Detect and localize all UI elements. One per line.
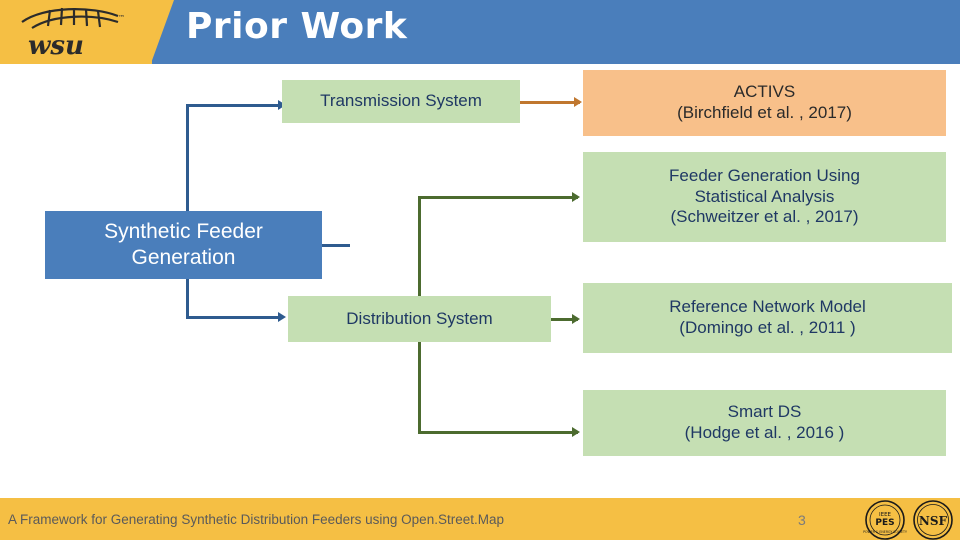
node-smart-ds[interactable]: Smart DS (Hodge et al. , 2016 ) (583, 390, 946, 456)
connector-to-transmission (186, 104, 282, 107)
node-label-line1: Feeder Generation Using (669, 165, 860, 185)
node-label-line2: (Domingo et al. , 2011 ) (679, 318, 856, 337)
node-label-line2: Statistical Analysis (694, 186, 835, 206)
node-label-line2: (Birchfield et al. , 2017) (677, 103, 852, 122)
arrow-to-distribution (278, 312, 286, 322)
footer-bar (0, 498, 960, 540)
connector-to-feeder-statistical (418, 196, 578, 199)
connector-distribution-to-rnm (551, 318, 578, 321)
node-activs[interactable]: ACTIVS (Birchfield et al. , 2017) (583, 70, 946, 136)
node-label-line1: ACTIVS (733, 82, 796, 102)
connector-transmission-to-activs (520, 101, 580, 104)
node-label-line3: (Schweitzer et al. , 2017) (670, 207, 859, 227)
nsf-badge: NSF (906, 500, 960, 540)
arrow-to-rnm (572, 314, 580, 324)
node-label-line1: Reference Network Model (669, 297, 866, 317)
node-label-line2: (Hodge et al. , 2016 ) (684, 423, 845, 442)
node-label-line1: Smart DS (727, 402, 802, 422)
svg-text:IEEE: IEEE (879, 512, 892, 518)
page-title: Prior Work (186, 6, 408, 47)
arrow-to-smart-ds (572, 427, 580, 437)
connector-trunk-stub (322, 244, 350, 247)
footer-title: A Framework for Generating Synthetic Dis… (8, 512, 504, 527)
node-label-line2: Generation (131, 246, 236, 269)
svg-text:NSF: NSF (919, 514, 948, 528)
node-label: Distribution System (346, 308, 493, 328)
svg-text:™: ™ (118, 14, 125, 22)
node-feeder-generation-statistical[interactable]: Feeder Generation Using Statistical Anal… (583, 152, 946, 242)
connector-to-distribution (186, 316, 282, 319)
svg-text:wsu: wsu (28, 31, 84, 60)
node-distribution-system[interactable]: Distribution System (288, 296, 551, 342)
arrow-to-feeder-statistical (572, 192, 580, 202)
node-label: Transmission System (320, 91, 482, 111)
node-reference-network-model[interactable]: Reference Network Model (Domingo et al. … (583, 283, 952, 353)
node-synthetic-feeder-generation[interactable]: Synthetic Feeder Generation (45, 211, 322, 279)
arrow-to-activs (574, 97, 582, 107)
wsu-logo: wsu ™ (14, 4, 134, 60)
node-transmission-system[interactable]: Transmission System (282, 80, 520, 123)
page-number: 3 (798, 512, 806, 528)
svg-text:POWER & ENERGY SOCIETY: POWER & ENERGY SOCIETY (863, 530, 907, 534)
connector-to-smart-ds (418, 431, 578, 434)
ieee-pes-badge: IEEE PES POWER & ENERGY SOCIETY (858, 500, 912, 540)
node-label-line1: Synthetic Feeder (104, 220, 263, 244)
svg-text:PES: PES (875, 518, 894, 528)
